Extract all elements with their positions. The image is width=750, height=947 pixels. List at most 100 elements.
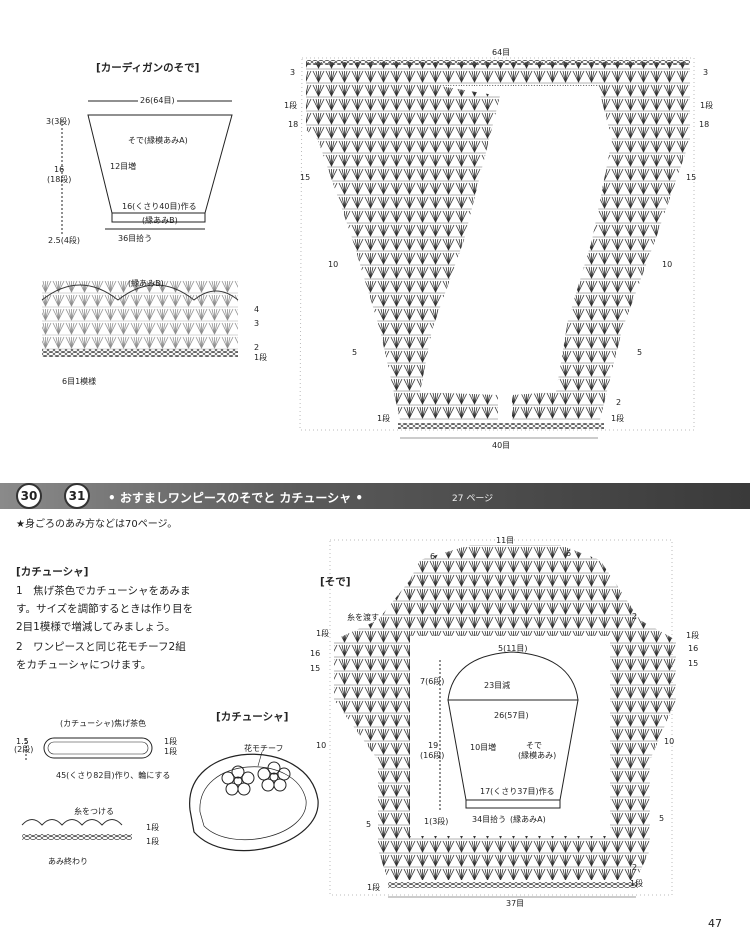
sleeve-right-row-1: 1段 [686, 631, 700, 640]
katyusha-edge-diagram [21, 819, 132, 840]
sleeve-chart-top-count: 11目 [496, 536, 515, 545]
sleeve-width-label: 26(64目) [138, 96, 177, 105]
chart-right-row-15: 15 [686, 173, 697, 182]
schematic-chain: 17(くさり37目)作る [480, 787, 555, 796]
sleeve-left-row-1: 1段 [316, 629, 330, 638]
schematic-pickup: 34目拾う [472, 815, 507, 824]
edging-row-1: 1段 [254, 353, 268, 362]
katyusha-heading: [カチューシャ] [16, 566, 89, 578]
sleeve-mid-rows: (18段) [47, 175, 72, 184]
sleeve-pickup-label: 36目拾う [118, 234, 153, 243]
page-reference: 27 ページ [452, 494, 494, 504]
thread-carry-label: 糸を渡す [347, 613, 379, 622]
instruction-line-1: 1 焦げ茶色でカチューシャをあみま [16, 585, 191, 597]
page-number: 47 [708, 917, 722, 930]
schematic-body-height: 19 [428, 741, 439, 750]
dress-sleeve-chart [329, 539, 676, 898]
cardigan-sleeve-chart [299, 57, 695, 439]
sleeve-mid-height: 16 [54, 165, 65, 174]
sleeve-top-height: 3(3段) [46, 117, 71, 126]
sleeve-left-row-1b: 1段 [367, 883, 381, 892]
edge-row-1a: 1段 [146, 823, 160, 832]
edge-end-label: あみ終わり [48, 857, 88, 866]
chart-bottom-count: 40目 [492, 441, 511, 450]
chart-left-row-1b: 1段 [377, 414, 391, 423]
instruction-line-4: 2 ワンピースと同じ花モチーフ2組 [16, 641, 186, 653]
chart-right-row-2: 2 [616, 398, 622, 407]
katyusha-band-diagram [25, 737, 153, 760]
flower-motif-label: 花モチーフ [244, 744, 284, 753]
sleeve-left-row-6: 6 [430, 552, 436, 561]
sleeve-right-row-5: 5 [659, 814, 665, 823]
schematic-width: 26(57目) [494, 711, 529, 720]
sleeve-right-row-6: 6 [566, 549, 572, 558]
chart-left-row-15: 15 [300, 173, 311, 182]
band-height-label: 1.5 [16, 737, 29, 746]
chart-left-row-1: 1段 [284, 101, 298, 110]
section-title-band [0, 483, 750, 509]
schematic-edge-height: 1(3段) [424, 817, 449, 826]
band-row-1a: 1段 [164, 737, 178, 746]
band-height-rows: (2段) [14, 745, 34, 754]
dress-sleeve-schematic [439, 651, 579, 812]
chart-right-row-1: 1段 [700, 101, 714, 110]
project-number-30: 30 [16, 483, 42, 509]
schematic-body-rows: (16段) [420, 751, 445, 760]
chart-right-row-5: 5 [637, 348, 643, 357]
sleeve-bottom-height: 2.5(4段) [48, 236, 81, 245]
chart-left-row-5: 5 [352, 348, 358, 357]
sleeve-left-row-10: 10 [316, 741, 327, 750]
sleeve-edge-label: (縁あみB) [142, 216, 178, 225]
chart-left-row-3: 3 [290, 68, 296, 77]
instruction-line-3: 2目1模様で増減してみましょう。 [16, 621, 176, 633]
edging-repeat-label: 6目1模様 [62, 377, 97, 386]
schematic-cap-height: 7(6段) [420, 677, 445, 686]
schematic-top-label: 5(11目) [498, 644, 528, 653]
sleeve-left-row-5: 5 [366, 820, 372, 829]
sleeve-chain-label: 16(くさり40目)作る [122, 202, 197, 211]
sleeve-right-row-1b: 1段 [630, 879, 644, 888]
edging-title: (縁あみB) [128, 279, 164, 288]
sleeve-right-row-15: 15 [688, 659, 699, 668]
edging-strip [41, 280, 239, 357]
sleeve-right-row-2: 2 [632, 612, 638, 621]
sleeve-chart-bottom-count: 37目 [506, 899, 525, 908]
chart-right-row-1b: 1段 [611, 414, 625, 423]
katyusha-picture-heading: [カチューシャ] [216, 711, 289, 723]
sleeve-increase-label: 12目増 [110, 162, 137, 171]
chart-right-row-18: 18 [699, 120, 710, 129]
schematic-increase: 10目増 [470, 743, 497, 752]
schematic-body-pattern: (縁模あみ) [518, 751, 557, 760]
instruction-line-2: す。サイズを調節するときは作り目を [16, 603, 194, 615]
katyusha-illustration [189, 751, 319, 852]
band-row-1b: 1段 [164, 747, 178, 756]
section-title: • おすましワンピースのそでと カチューシャ • [108, 491, 364, 505]
sleeve-left-row-15: 15 [310, 664, 321, 673]
project-number-31: 31 [64, 483, 90, 509]
sleeve-right-row-16: 16 [688, 644, 699, 653]
sleeve-body-label: そで(縁模あみA) [128, 136, 188, 145]
edging-row-3: 3 [254, 319, 260, 328]
edging-row-4: 4 [254, 305, 260, 314]
chart-top-count: 64目 [492, 48, 511, 57]
chart-right-row-3: 3 [703, 68, 709, 77]
flower-motif-2 [257, 761, 291, 792]
sleeve-right-row-10: 10 [664, 737, 675, 746]
edging-row-2: 2 [254, 343, 260, 352]
cardigan-sleeve-heading: [カーディガンのそで] [96, 62, 200, 74]
flower-motif-1 [221, 765, 255, 796]
band-color-label: (カチューシャ)焦げ茶色 [60, 719, 147, 728]
chart-right-row-10: 10 [662, 260, 673, 269]
reference-note: ★身ごろのあみ方などは70ページ。 [16, 519, 178, 530]
band-chain-label: 45(くさり82目)作り、輪にする [56, 771, 171, 780]
chart-left-row-18: 18 [288, 120, 299, 129]
schematic-decrease: 23目減 [484, 681, 511, 690]
sleeve-left-row-16: 16 [310, 649, 321, 658]
chart-left-row-10: 10 [328, 260, 339, 269]
instruction-line-5: をカチューシャにつけます。 [16, 659, 152, 671]
dress-sleeve-heading: [そで] [320, 576, 351, 588]
schematic-body-label: そで [526, 741, 542, 750]
edge-attach-label: 糸をつける [74, 807, 114, 816]
schematic-edge-label: (縁あみA) [510, 815, 546, 824]
